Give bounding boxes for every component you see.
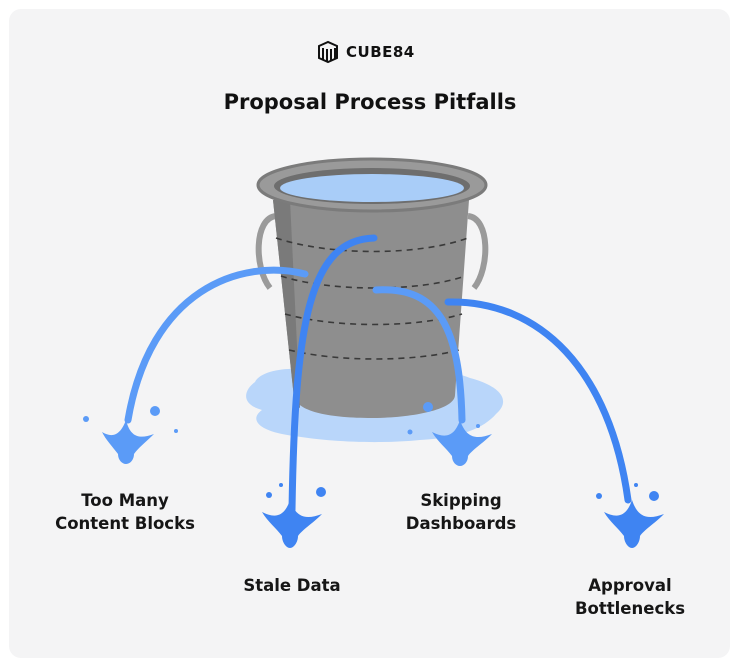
label-approval-bottlenecks: Approval Bottlenecks bbox=[565, 574, 695, 620]
bucket-handle bbox=[255, 213, 489, 290]
stream-approval-bottlenecks bbox=[444, 298, 632, 504]
label-line-2: Dashboards bbox=[405, 514, 517, 533]
stream-too-many-content-blocks bbox=[124, 266, 309, 424]
splash-approval-bottlenecks bbox=[596, 483, 664, 548]
brand-name: CUBE84 bbox=[346, 43, 415, 61]
splash-stale-data bbox=[262, 483, 326, 548]
stream-stale-data bbox=[288, 234, 378, 514]
page-title: Proposal Process Pitfalls bbox=[223, 90, 517, 114]
label-line-2: Content Blocks bbox=[55, 514, 195, 533]
stream-skipping-dashboards bbox=[372, 286, 466, 424]
brand-logo: CUBE84 bbox=[316, 40, 415, 64]
label-line-1: Too Many bbox=[81, 491, 169, 510]
label-line-1: Skipping bbox=[420, 491, 502, 510]
label-line-1: Stale Data bbox=[243, 576, 341, 595]
splash-skipping-dashboards bbox=[407, 402, 492, 466]
cube-grid-logo-icon bbox=[318, 40, 338, 64]
bucket-body bbox=[256, 157, 488, 418]
label-line-2: Bottlenecks bbox=[574, 599, 686, 618]
label-skipping-dashboards: Skipping Dashboards bbox=[396, 489, 526, 535]
label-too-many-content-blocks: Too Many Content Blocks bbox=[50, 489, 200, 535]
leak-streams bbox=[124, 234, 632, 514]
label-line-1: Approval bbox=[588, 576, 672, 595]
label-stale-data: Stale Data bbox=[232, 574, 352, 597]
splash-too-many-content-blocks bbox=[83, 406, 178, 464]
